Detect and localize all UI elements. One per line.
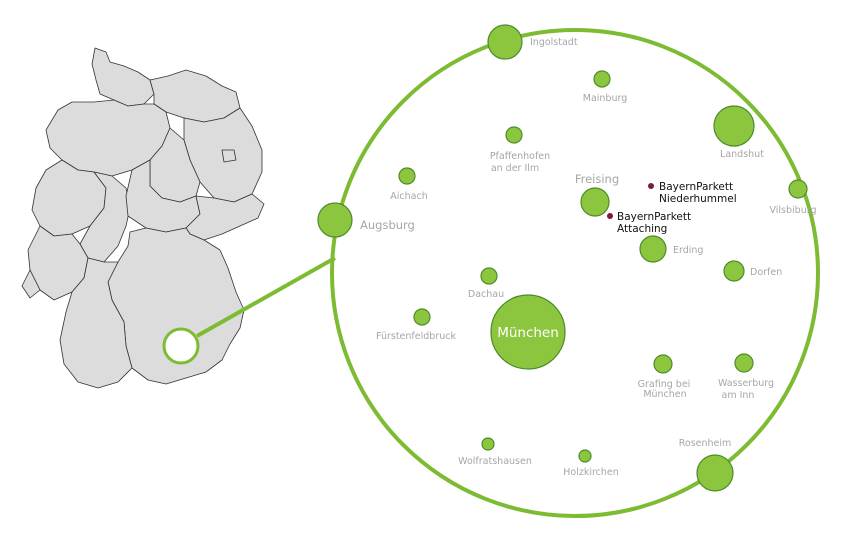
dot-vilsbiburg (788, 179, 808, 199)
label-grafing-1: Grafing bei (638, 379, 691, 390)
label-niederhummel-2: Niederhummel (659, 193, 737, 205)
dot-freising (580, 187, 610, 217)
zoom-circle (330, 28, 820, 518)
dot-dorfen (723, 260, 745, 282)
state-schleswig-holstein (91, 47, 155, 107)
label-pfaffenhofen-1: Pfaffenhofen (490, 151, 550, 162)
label-attaching-1: BayernParkett (617, 211, 691, 223)
dot-rosenheim (696, 454, 734, 492)
city-labels: Ingolstadt Mainburg Landshut Pfaffenhofe… (360, 37, 817, 478)
dot-mainburg (593, 70, 611, 88)
label-mainburg: Mainburg (583, 93, 628, 104)
label-landshut: Landshut (720, 149, 764, 160)
label-augsburg: Augsburg (360, 218, 415, 232)
state-berlin (221, 149, 237, 163)
label-attaching-2: Attaching (617, 223, 667, 235)
label-grafing-2: München (643, 389, 686, 400)
dot-grafing (653, 354, 673, 374)
dot-erding (639, 235, 667, 263)
state-baden-wuerttemberg (59, 257, 133, 389)
label-fuerstenfeldbruck: Fürstenfeldbruck (376, 331, 456, 342)
label-holzkirchen: Holzkirchen (563, 467, 619, 478)
dot-wasserburg (734, 353, 754, 373)
dot-dachau (480, 267, 498, 285)
state-saarland (21, 269, 41, 299)
state-saxony (185, 193, 265, 241)
label-vilsbiburg: Vilsbiburg (769, 205, 816, 216)
dot-ingolstadt (487, 24, 523, 60)
label-wolfratshausen: Wolfratshausen (458, 456, 532, 467)
dot-wolfratshausen (481, 437, 495, 451)
dot-augsburg (317, 202, 353, 238)
label-niederhummel-1: BayernParkett (659, 181, 733, 193)
connector-line (196, 256, 336, 338)
munich-area-marker (162, 327, 200, 365)
label-wasserburg-2: am Inn (722, 390, 755, 401)
label-muenchen: München (497, 325, 559, 341)
label-rosenheim: Rosenheim (679, 438, 732, 449)
dot-aichach (398, 167, 416, 185)
dot-muenchen (490, 294, 566, 370)
marker-niederhummel (648, 183, 654, 189)
label-dorfen: Dorfen (750, 267, 782, 278)
label-freising: Freising (575, 172, 619, 186)
marker-attaching (607, 213, 613, 219)
label-dachau: Dachau (468, 289, 504, 300)
label-erding: Erding (673, 245, 703, 256)
dot-holzkirchen (578, 449, 592, 463)
company-labels: BayernParkett Niederhummel BayernParkett… (617, 181, 737, 235)
dot-pfaffenhofen (505, 126, 523, 144)
label-pfaffenhofen-2: an der Ilm (491, 163, 539, 174)
label-aichach: Aichach (390, 191, 427, 202)
city-dots (317, 24, 808, 492)
label-ingolstadt: Ingolstadt (530, 37, 578, 48)
dot-fuerstenfeldbruck (413, 308, 431, 326)
germany-map (21, 47, 265, 389)
label-wasserburg-1: Wasserburg (718, 378, 774, 389)
dot-landshut (713, 105, 755, 147)
